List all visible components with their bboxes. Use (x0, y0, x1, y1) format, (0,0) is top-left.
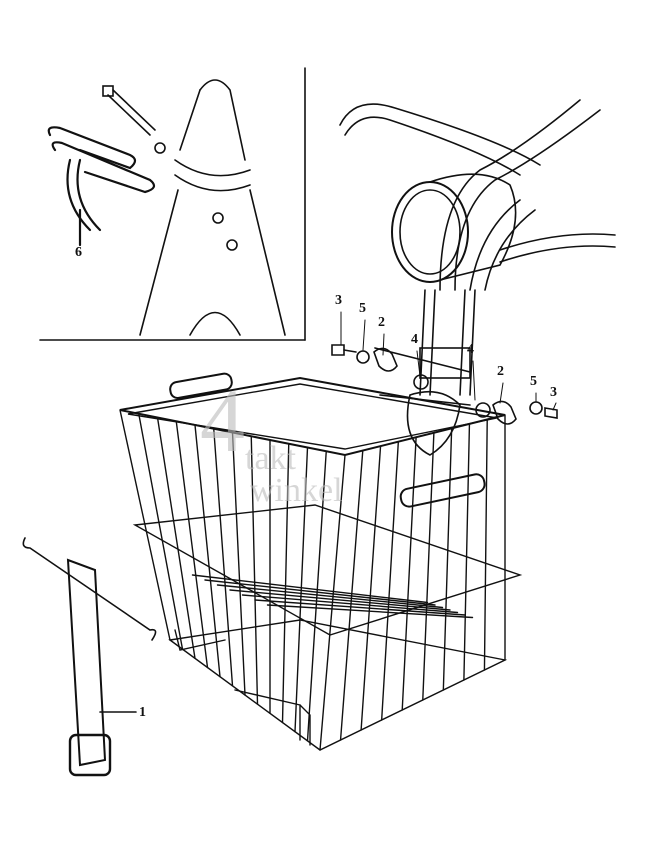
inset-bracket-6 (47, 126, 156, 247)
inset-frame-tube (139, 79, 286, 336)
callout-5: 5 (359, 301, 366, 316)
callout-2: 2 (497, 364, 504, 379)
basket-wire (483, 418, 488, 671)
basket-wire (216, 584, 444, 609)
mounting-hardware (331, 344, 558, 456)
basket-wire (254, 599, 466, 616)
callout-4: 4 (411, 332, 418, 347)
basket-wire (380, 440, 400, 721)
handlebar (339, 99, 616, 396)
inset-frame (39, 67, 306, 341)
headlight (391, 173, 517, 283)
basket-wire (463, 423, 471, 681)
basket-wire (231, 431, 246, 696)
basket-wire (360, 445, 382, 731)
basket-wires (138, 413, 488, 742)
callout-2: 2 (378, 315, 385, 330)
leader-lines (340, 311, 557, 411)
basket-wire (175, 420, 209, 669)
basket-wire (294, 446, 309, 733)
callout-3: 3 (335, 293, 342, 308)
basket-wire (422, 432, 435, 701)
basket-wire (401, 436, 417, 711)
basket-wire (306, 450, 327, 742)
basket-wire (204, 579, 436, 606)
basket-wire (442, 427, 453, 691)
basket-wire (213, 428, 234, 687)
basket-handle-grips (169, 372, 486, 508)
basket-wire (250, 435, 259, 705)
basket-wire (229, 589, 451, 611)
basket-wire (281, 443, 290, 724)
callout-6: 6 (75, 245, 82, 260)
basket-wire (156, 416, 196, 660)
basket (119, 376, 523, 751)
basket-wire (266, 604, 474, 619)
basket-wire (191, 574, 429, 604)
inset-bolt (102, 85, 166, 154)
callout-3: 3 (550, 385, 557, 400)
strap-part-1 (22, 537, 157, 777)
callout-1: 1 (139, 705, 146, 720)
callout-4: 4 (467, 342, 474, 357)
basket-wire (241, 594, 459, 614)
callout-5: 5 (530, 374, 537, 389)
basket-wire (138, 413, 184, 650)
basket-wire (194, 424, 221, 678)
